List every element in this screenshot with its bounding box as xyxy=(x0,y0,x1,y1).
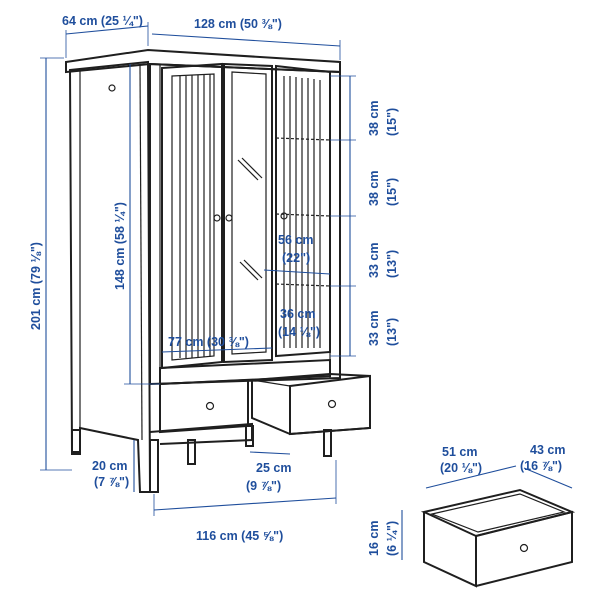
label-shelf-width-cm: 56 cm xyxy=(278,233,313,247)
label-leg-height-cm: 20 cm xyxy=(92,459,127,473)
dimension-lines xyxy=(40,22,573,560)
label-drawer-height-cm: 16 cm xyxy=(367,521,381,556)
label-drawer-gap-in: (9 ⅞") xyxy=(246,479,281,493)
label-leg-height-in: (7 ⅞") xyxy=(94,475,129,489)
label-rail-width: 77 cm (30 ⅜") xyxy=(168,335,249,349)
label-drawer-depth-cm: 43 cm xyxy=(530,443,565,457)
door-knob-right xyxy=(225,214,233,222)
label-shelf-depth-cm: 36 cm xyxy=(280,307,315,321)
drawer-knob-left xyxy=(205,401,215,411)
left-door-slats xyxy=(179,74,211,358)
drawer-detail-knob xyxy=(519,543,529,553)
label-height-inner: 148 cm (58 ¼") xyxy=(113,202,127,290)
right-door-slats xyxy=(283,76,321,348)
label-drawer-height-in: (6 ¼") xyxy=(385,521,399,556)
drawer-knob-right xyxy=(327,399,337,409)
wardrobe-drawing xyxy=(65,48,371,493)
label-shelf4-cm: 33 cm xyxy=(367,311,381,346)
label-drawer-depth-in: (16 ⅞") xyxy=(520,459,562,473)
label-width-top: 128 cm (50 ⅜") xyxy=(194,17,282,31)
label-shelf4-in: (13") xyxy=(385,318,399,346)
label-shelf-depth-in: (14 ⅛") xyxy=(278,325,320,339)
interior-shelves xyxy=(275,137,331,287)
leg-front-left xyxy=(149,439,159,493)
leg-back-right xyxy=(71,429,81,455)
label-drawer-gap-cm: 25 cm xyxy=(256,461,291,475)
leg-back-mid xyxy=(245,425,254,447)
label-shelf3-in: (13") xyxy=(385,250,399,278)
leg-front-right xyxy=(323,429,332,457)
label-shelf1-in: (15") xyxy=(385,108,399,136)
label-depth: 64 cm (25 ¼") xyxy=(62,14,143,28)
door-knob-left xyxy=(213,214,221,222)
label-shelf3-cm: 33 cm xyxy=(367,243,381,278)
label-shelf2-cm: 38 cm xyxy=(367,171,381,206)
label-shelf2-in: (15") xyxy=(385,178,399,206)
label-drawer-width-in: (20 ⅛") xyxy=(440,461,482,475)
dimension-labels: 64 cm (25 ¼") 128 cm (50 ⅜") 201 cm (79 … xyxy=(29,14,565,556)
drawer-detail-drawing xyxy=(420,488,576,588)
leg-back-left xyxy=(187,439,196,465)
label-height-total: 201 cm (79 ⅛") xyxy=(29,242,43,330)
label-width-bottom: 116 cm (45 ⅝") xyxy=(196,529,283,543)
label-shelf1-cm: 38 cm xyxy=(367,101,381,136)
label-shelf-width-in: (22") xyxy=(282,251,310,265)
label-drawer-width-cm: 51 cm xyxy=(442,445,477,459)
